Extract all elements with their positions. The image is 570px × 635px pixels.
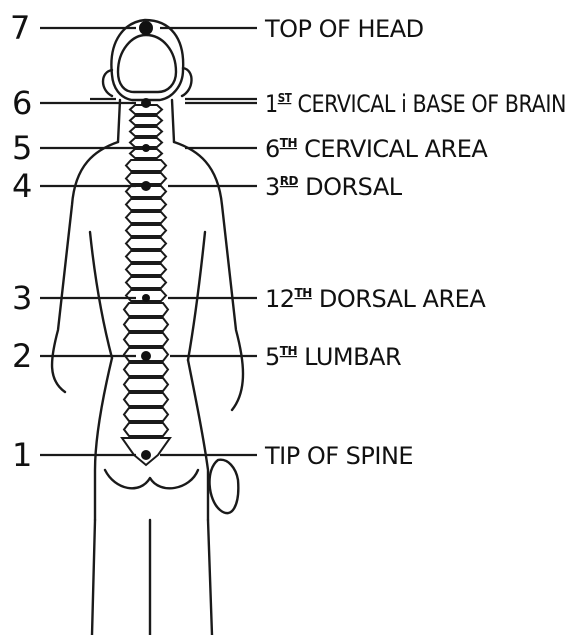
- label-ordinal-suffix: TH: [280, 344, 297, 358]
- vertebra: [126, 199, 166, 210]
- vertebra: [126, 264, 166, 275]
- point-2: 2 5TH LUMBAR: [12, 337, 401, 375]
- point-number: 4: [12, 167, 32, 205]
- vertebra: [126, 225, 166, 236]
- vertebra: [126, 212, 166, 223]
- point-label: TOP OF HEAD: [264, 15, 424, 43]
- point-number: 1: [12, 436, 32, 474]
- label-text: CERVICAL i BASE OF BRAIN: [291, 90, 566, 118]
- point-label: TIP OF SPINE: [264, 442, 413, 470]
- point-7: 7 TOP OF HEAD: [10, 9, 424, 47]
- point-number: 3: [12, 279, 32, 317]
- point-dot: [142, 294, 150, 302]
- label-text: CERVICAL AREA: [297, 135, 488, 163]
- label-ordinal-suffix: TH: [295, 286, 312, 300]
- vertebra: [130, 127, 162, 136]
- point-dot: [141, 98, 151, 108]
- skull-icon: [118, 35, 176, 92]
- label-text: LUMBAR: [297, 343, 401, 371]
- label-text: TOP OF HEAD: [264, 15, 424, 43]
- label-ordinal: 5: [265, 343, 280, 371]
- vertebra: [124, 423, 168, 436]
- vertebra: [126, 238, 166, 249]
- label-ordinal-suffix: RD: [280, 174, 299, 188]
- point-label: 5TH LUMBAR: [265, 343, 401, 371]
- point-number: 2: [12, 337, 32, 375]
- point-4: 4 3RD DORSAL: [12, 167, 403, 205]
- label-ordinal: 12: [265, 285, 295, 313]
- label-ordinal: 1: [265, 90, 278, 118]
- point-label: 12TH DORSAL AREA: [265, 285, 486, 313]
- vertebra: [126, 277, 166, 288]
- point-dot: [141, 351, 151, 361]
- point-number: 7: [10, 9, 30, 47]
- vertebra: [124, 333, 168, 346]
- label-text: TIP OF SPINE: [264, 442, 413, 470]
- point-dot: [142, 144, 150, 152]
- vertebra: [124, 363, 168, 376]
- vertebra: [126, 251, 166, 262]
- point-dot: [141, 181, 151, 191]
- point-dot: [141, 450, 151, 460]
- point-label: 3RD DORSAL: [265, 173, 403, 201]
- vertebra: [130, 116, 162, 125]
- point-dot: [139, 21, 153, 35]
- vertebra: [124, 378, 168, 391]
- point-label: 1ST CERVICAL i BASE OF BRAIN: [265, 90, 566, 118]
- spine-column: [124, 105, 168, 436]
- point-number: 5: [12, 129, 32, 167]
- label-text: DORSAL: [298, 173, 403, 201]
- vertebra: [124, 303, 168, 316]
- point-number: 6: [12, 84, 32, 122]
- point-label: 6TH CERVICAL AREA: [265, 135, 488, 163]
- label-text: DORSAL AREA: [312, 285, 487, 313]
- point-6: 6 1ST CERVICAL i BASE OF BRAIN: [12, 84, 566, 122]
- vertebra: [124, 393, 168, 406]
- vertebra: [124, 408, 168, 421]
- label-ordinal-suffix: TH: [280, 136, 297, 150]
- label-ordinal: 3: [265, 173, 280, 201]
- vertebra: [126, 160, 166, 171]
- label-ordinal: 6: [265, 135, 280, 163]
- vertebra: [124, 318, 168, 331]
- label-ordinal-suffix: ST: [278, 91, 293, 105]
- point-5: 5 6TH CERVICAL AREA: [12, 129, 488, 167]
- point-3: 3 12TH DORSAL AREA: [12, 279, 486, 317]
